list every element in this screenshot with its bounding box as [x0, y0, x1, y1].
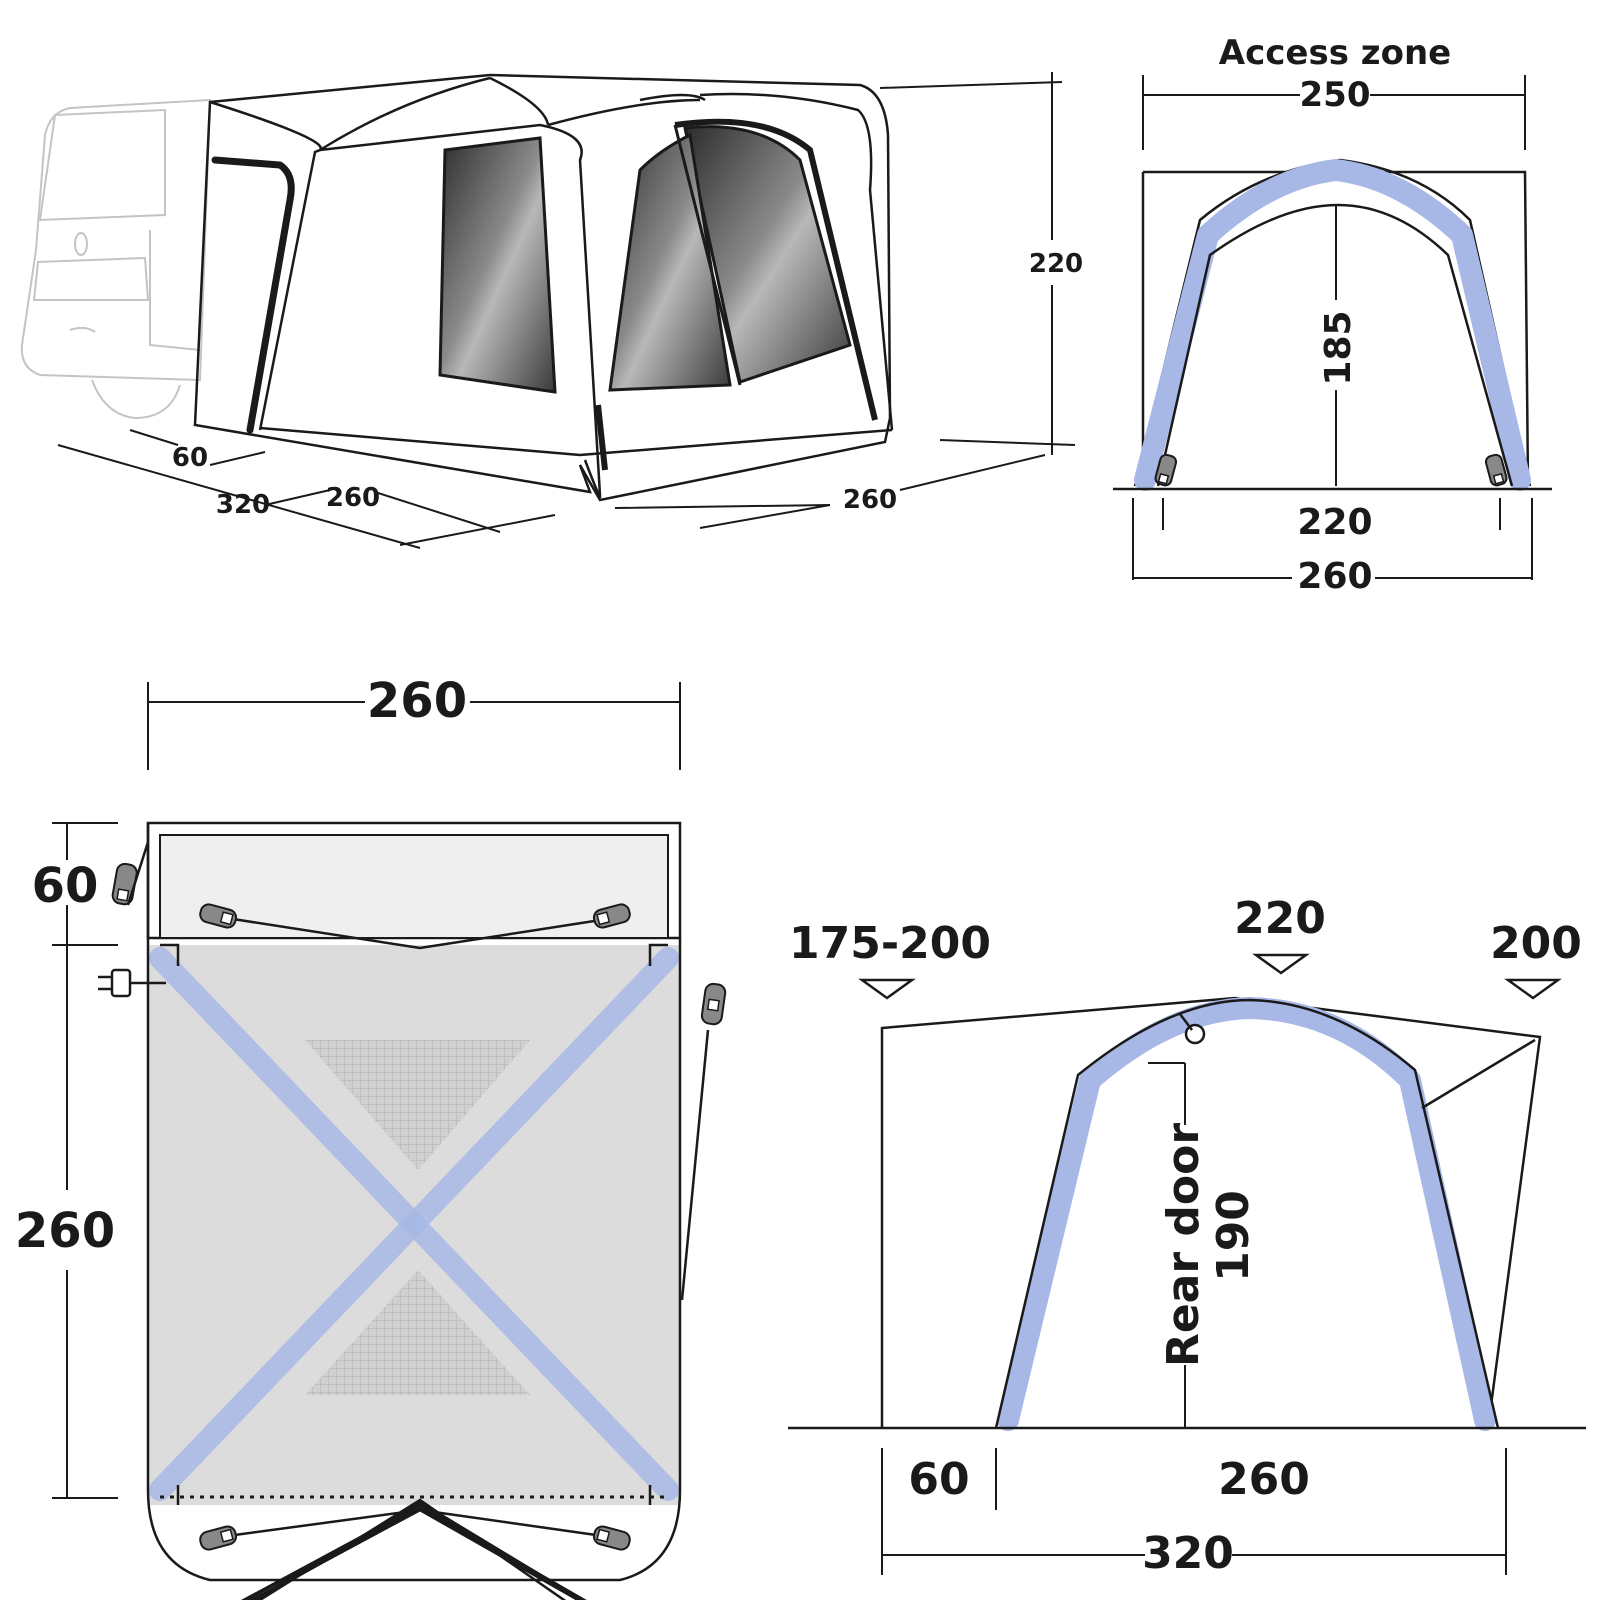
floor-plan: 260 — [15, 673, 727, 1600]
fv-access-width-label: 250 — [1300, 75, 1371, 115]
front-view: Access zone 250 185 220 260 — [1113, 33, 1552, 597]
sv-peak-height-label: 220 — [1234, 893, 1326, 944]
pv-depth-total-label: 320 — [216, 490, 270, 520]
sv-canopy-depth-label: 60 — [908, 1454, 969, 1505]
sv-left-height-label: 175-200 — [789, 918, 991, 969]
side-view: 175-200 220 200 Rear door 190 60 260 320 — [788, 893, 1586, 1579]
pv-height-label: 220 — [1029, 249, 1083, 279]
fp-peg-rear-right — [592, 1525, 631, 1551]
sv-right-height-label: 200 — [1490, 918, 1582, 969]
fv-title: Access zone — [1219, 33, 1451, 73]
fp-peg-canopy-right — [592, 903, 631, 929]
fv-air-pole — [1134, 159, 1531, 491]
fp-mesh-upper — [305, 1040, 530, 1170]
electric-hookup-icon — [98, 968, 166, 998]
fv-inner-height-label: 185 — [1318, 310, 1359, 385]
sv-rear-door-ring — [1184, 1023, 1206, 1045]
sv-rear-door-label: Rear door — [1158, 1123, 1209, 1367]
fp-pole-diagonal-b — [149, 947, 679, 1501]
sv-main-depth-label: 260 — [1218, 1454, 1310, 1505]
fp-peg-canopy-left — [199, 903, 238, 929]
van-illustration — [20, 98, 212, 420]
fv-peg-left — [1154, 453, 1178, 487]
sv-peak-height-marker — [1252, 953, 1310, 975]
fv-peg-right — [1484, 453, 1508, 487]
fp-floor-depth-label: 260 — [15, 1203, 115, 1259]
sv-rear-door-height-label: 190 — [1208, 1190, 1259, 1282]
fp-mesh-lower — [305, 1270, 530, 1395]
fv-outer-width-label: 260 — [1297, 556, 1372, 597]
perspective-dimensions — [57, 72, 1076, 549]
fp-peg-rear-left — [199, 1525, 238, 1551]
sv-left-height-marker — [858, 978, 916, 1000]
fp-peg-side — [700, 982, 727, 1026]
pv-depth-top-label: 60 — [172, 443, 208, 473]
perspective-view: 220 60 260 320 260 — [20, 72, 1083, 549]
tent-perspective — [193, 73, 894, 502]
pv-width-label: 260 — [843, 485, 897, 515]
sv-right-height-marker — [1504, 978, 1562, 1000]
pv-depth-mid-label: 260 — [326, 483, 380, 513]
sv-air-pole — [997, 997, 1496, 1431]
fp-width-label: 260 — [367, 673, 467, 729]
fp-canopy-depth-label: 60 — [32, 858, 99, 914]
sv-total-depth-label: 320 — [1142, 1528, 1234, 1579]
fv-inner-width-label: 220 — [1297, 502, 1372, 543]
